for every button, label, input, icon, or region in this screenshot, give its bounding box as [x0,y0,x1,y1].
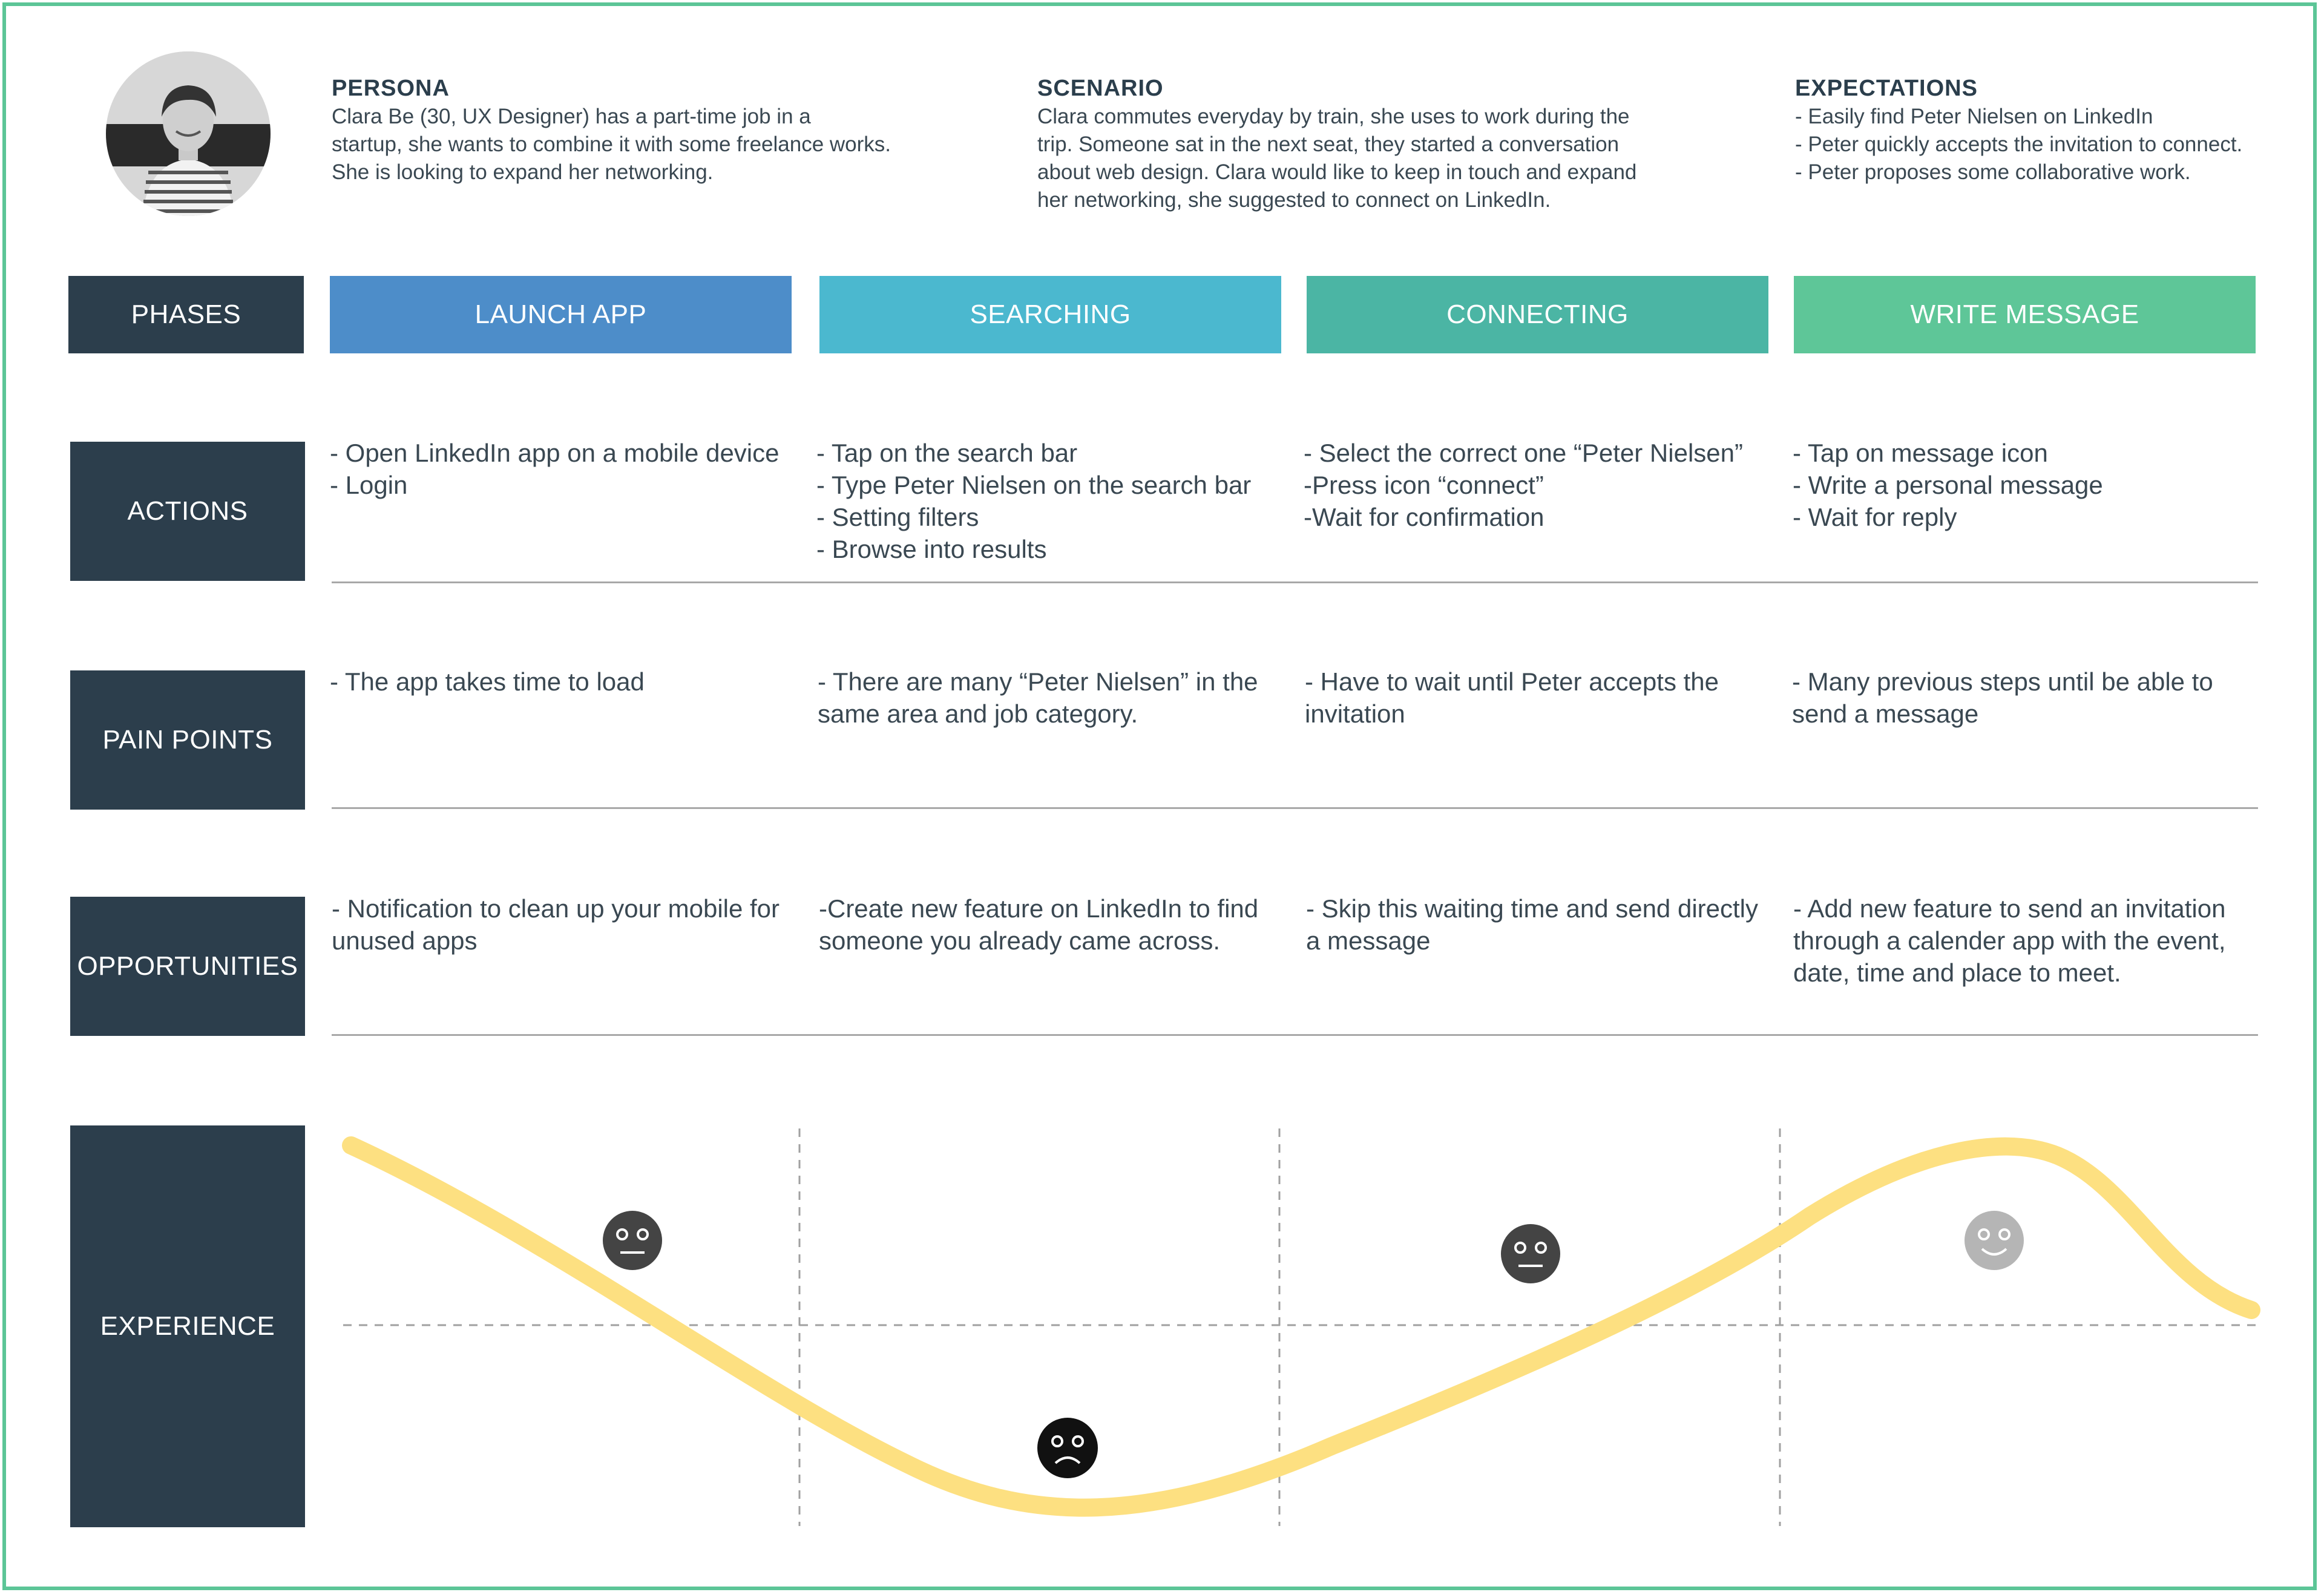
actions-write-message: - Tap on message icon - Write a personal… [1793,439,2103,531]
opportunities-write-message: - Add new feature to send an invitation … [1793,894,2226,987]
expectations-text: - Easily find Peter Nielsen on LinkedIn … [1795,105,2243,184]
actions-launch-app: - Open LinkedIn app on a mobile device -… [330,439,780,499]
actions-connecting: - Select the correct one “Peter Nielsen”… [1304,439,1743,531]
pain-points-label: PAIN POINTS [70,670,305,810]
experience-label: EXPERIENCE [70,1125,305,1527]
opportunities-divider [332,1034,2258,1036]
scenario-text: Clara commutes everyday by train, she us… [1037,105,1637,212]
actions-divider [332,581,2258,583]
pain-points-divider [332,807,2258,809]
phase-searching: SEARCHING [819,276,1281,353]
opportunities-label: OPPORTUNITIES [70,897,305,1036]
phase-launch-app: LAUNCH APP [330,276,792,353]
opportunities-searching: -Create new feature on LinkedIn to find … [819,894,1259,955]
neutral-face-icon [1501,1224,1560,1283]
experience-curve [342,1136,2260,1517]
phase-write-message: WRITE MESSAGE [1794,276,2256,353]
expectations-block: EXPECTATIONS - Easily find Peter Nielsen… [1795,76,2303,186]
expectations-heading: EXPECTATIONS [1795,76,1978,101]
scenario-heading: SCENARIO [1037,76,1164,101]
sad-face-icon [1037,1418,1098,1478]
neutral-face-icon [603,1211,662,1270]
pain-points-write-message: - Many previous steps until be able to s… [1792,667,2213,728]
pain-points-connecting: - Have to wait until Peter accepts the i… [1305,667,1719,728]
scenario-block: SCENARIO Clara commutes everyday by trai… [1037,76,1703,214]
opportunities-connecting: - Skip this waiting time and send direct… [1306,894,1758,955]
pain-points-launch-app: - The app takes time to load [330,667,645,696]
actions-label: ACTIONS [70,442,305,581]
persona-photo-icon [106,51,271,216]
actions-searching: - Tap on the search bar - Type Peter Nie… [816,439,1252,563]
persona-block: PERSONA Clara Be (30, UX Designer) has a… [332,76,925,186]
persona-text: Clara Be (30, UX Designer) has a part-ti… [332,105,891,184]
opportunities-launch-app: - Notification to clean up your mobile f… [332,894,780,955]
persona-heading: PERSONA [332,76,450,101]
pain-points-searching: - There are many “Peter Nielsen” in the … [818,667,1258,728]
phase-connecting: CONNECTING [1307,276,1768,353]
persona-avatar [106,51,271,216]
happy-face-icon [1965,1211,2024,1270]
phases-label: PHASES [68,276,304,353]
